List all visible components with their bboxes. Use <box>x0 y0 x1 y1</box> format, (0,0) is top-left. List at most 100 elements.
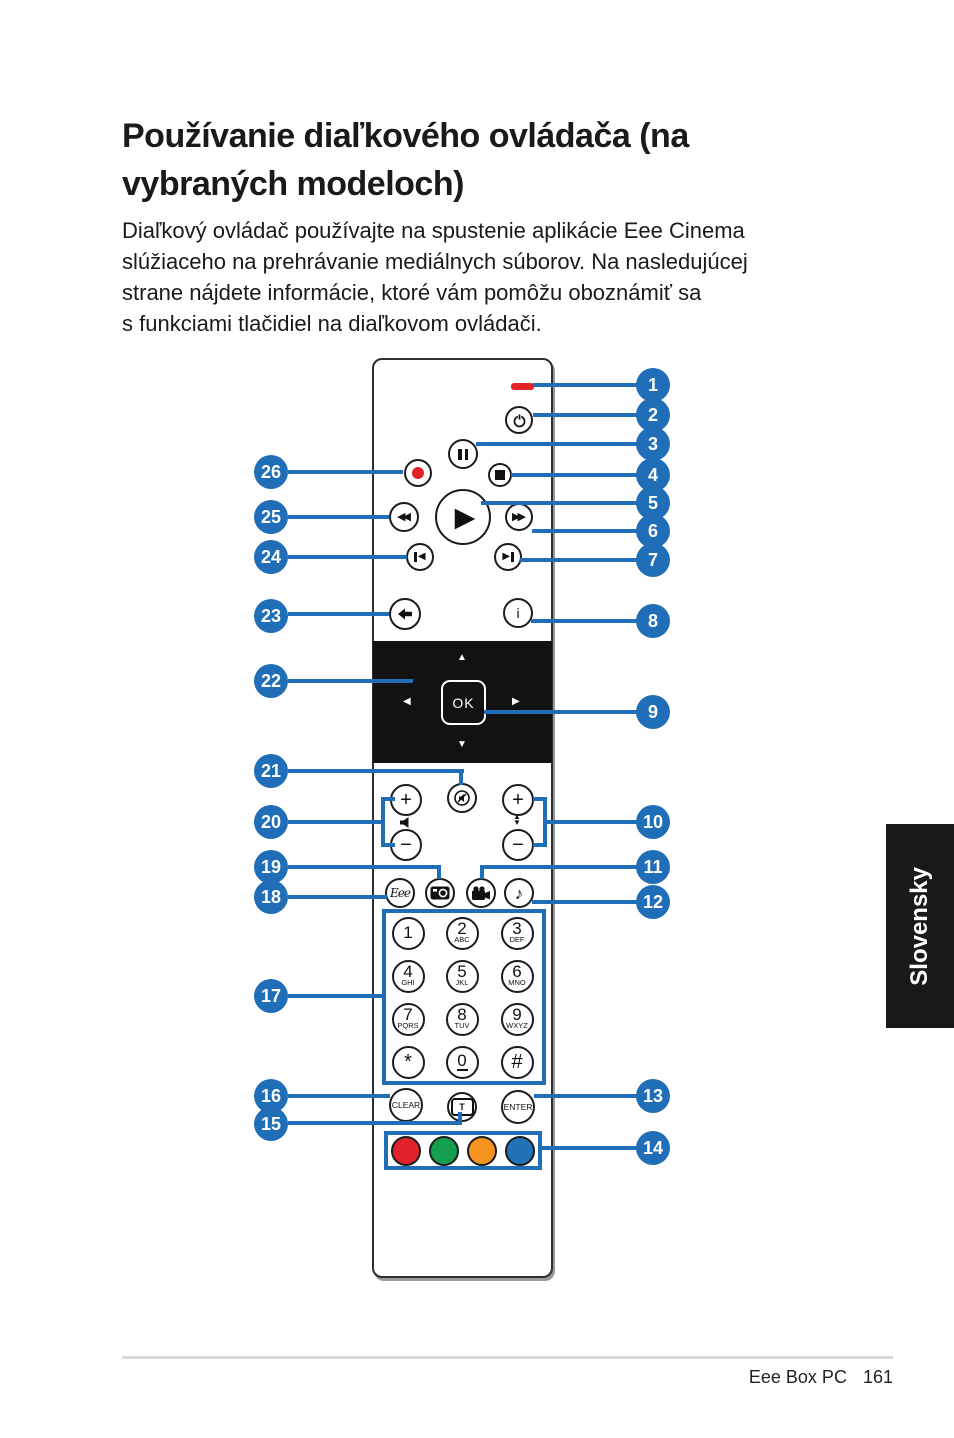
key-letters: DEF <box>509 935 525 944</box>
plus-sign: + <box>400 789 412 811</box>
dpad-up-button[interactable]: ▲ <box>457 652 467 663</box>
callout-leader-line <box>484 710 653 714</box>
callout-leader-line <box>476 442 653 446</box>
key-digit: 4 <box>403 962 413 981</box>
red-button[interactable] <box>391 1136 421 1166</box>
callout-22: 22 <box>254 664 288 698</box>
volume-up-button[interactable]: + <box>390 784 422 816</box>
teletext-button[interactable]: T <box>447 1092 477 1122</box>
key-digit: 2 <box>457 919 467 938</box>
callout-13: 13 <box>636 1079 670 1113</box>
clear-button[interactable]: CLEAR <box>389 1088 423 1122</box>
dpad-right-button[interactable]: ▶ <box>512 696 520 707</box>
ok-button[interactable]: OK <box>441 680 486 725</box>
callout-12: 12 <box>636 885 670 919</box>
callout-leader-line <box>481 501 653 505</box>
intro-line: s funkciami tlačidiel na diaľkovom ovlád… <box>122 311 542 336</box>
videos-button[interactable] <box>466 878 496 908</box>
key-letters: MNO <box>508 978 526 987</box>
callout-leader-line <box>288 679 413 683</box>
dpad-left-button[interactable]: ◀ <box>403 696 411 707</box>
keypad-key-#[interactable]: # <box>500 1045 534 1079</box>
callout-leader-line <box>288 994 385 998</box>
eee-home-button[interactable]: Eee <box>385 878 415 908</box>
callout-leader-line <box>288 895 387 899</box>
callout-leader-line <box>288 1121 462 1125</box>
page-title-line2: vybraných modeloch) <box>122 165 464 203</box>
stop-button[interactable] <box>488 463 512 487</box>
previous-track-button[interactable]: ◀ <box>406 543 434 571</box>
color-buttons-group-box <box>384 1131 542 1170</box>
callout-2: 2 <box>636 398 670 432</box>
green-button[interactable] <box>429 1136 459 1166</box>
next-track-button[interactable]: ▶ <box>494 543 522 571</box>
callout-leader-line <box>520 558 653 562</box>
minus-sign: − <box>512 834 524 856</box>
play-icon: ▶ <box>454 501 476 532</box>
intro-line: slúžiaceho na prehrávanie mediálnych súb… <box>122 249 748 274</box>
channel-down-button[interactable]: − <box>502 829 534 861</box>
callout-leader-line <box>381 843 395 847</box>
callout-24: 24 <box>254 540 288 574</box>
key-digit: 9 <box>512 1005 522 1024</box>
next-track-icon: ▶ <box>502 552 514 562</box>
callout-23: 23 <box>254 599 288 633</box>
callout-leader-line <box>288 470 403 474</box>
key-digit: 7 <box>403 1005 413 1024</box>
rewind-icon: ◀◀ <box>397 510 411 523</box>
key-digit: 0 <box>457 1050 467 1070</box>
zero-underline <box>456 1068 468 1071</box>
power-button[interactable] <box>505 406 533 434</box>
channel-updown-icon: ▲▼ <box>513 812 521 827</box>
orange-button[interactable] <box>467 1136 497 1166</box>
key-letters: TUV <box>454 1021 470 1030</box>
channel-up-button[interactable]: + <box>502 784 534 816</box>
music-button[interactable]: ♪ <box>504 878 534 908</box>
language-tab: Slovensky <box>886 824 954 1028</box>
callout-leader-line <box>288 1094 390 1098</box>
pause-button[interactable] <box>448 439 478 469</box>
keypad-key-0[interactable]: 0 <box>445 1045 479 1079</box>
info-button[interactable]: i <box>503 598 533 628</box>
footer-rule <box>122 1356 893 1359</box>
rewind-button[interactable]: ◀◀ <box>389 502 419 532</box>
keypad-key-1[interactable]: 1 <box>391 916 425 950</box>
key-letters: WXYZ <box>506 1021 528 1030</box>
back-arrow-icon <box>398 608 412 620</box>
callout-leader-line <box>533 843 547 847</box>
pictures-button[interactable] <box>425 878 455 908</box>
callout-1: 1 <box>636 368 670 402</box>
play-button[interactable]: ▶ <box>435 489 491 545</box>
minus-sign: − <box>400 834 412 856</box>
callout-leader-line <box>511 473 653 477</box>
dpad-panel <box>373 641 552 763</box>
key-letters: JKL <box>455 978 469 987</box>
callout-leader-line <box>545 820 653 824</box>
dpad-down-button[interactable]: ▼ <box>457 739 467 750</box>
intro-line: Diaľkový ovládač používajte na spustenie… <box>122 218 745 243</box>
blue-button[interactable] <box>505 1136 535 1166</box>
plus-sign: + <box>512 789 524 811</box>
enter-button[interactable]: ENTER <box>501 1090 535 1124</box>
keypad-key-*[interactable]: * <box>391 1045 425 1079</box>
callout-leader-line <box>381 798 385 846</box>
mute-icon <box>454 790 470 806</box>
callout-leader-line <box>288 515 389 519</box>
mute-button[interactable] <box>447 783 477 813</box>
callout-leader-line <box>288 769 464 773</box>
fast-forward-button[interactable]: ▶▶ <box>505 503 533 531</box>
callout-leader-line <box>480 865 484 879</box>
record-button[interactable] <box>404 459 432 487</box>
power-icon <box>513 413 525 427</box>
callout-leader-line <box>533 383 653 387</box>
back-button[interactable] <box>389 598 421 630</box>
callout-leader-line <box>532 900 653 904</box>
